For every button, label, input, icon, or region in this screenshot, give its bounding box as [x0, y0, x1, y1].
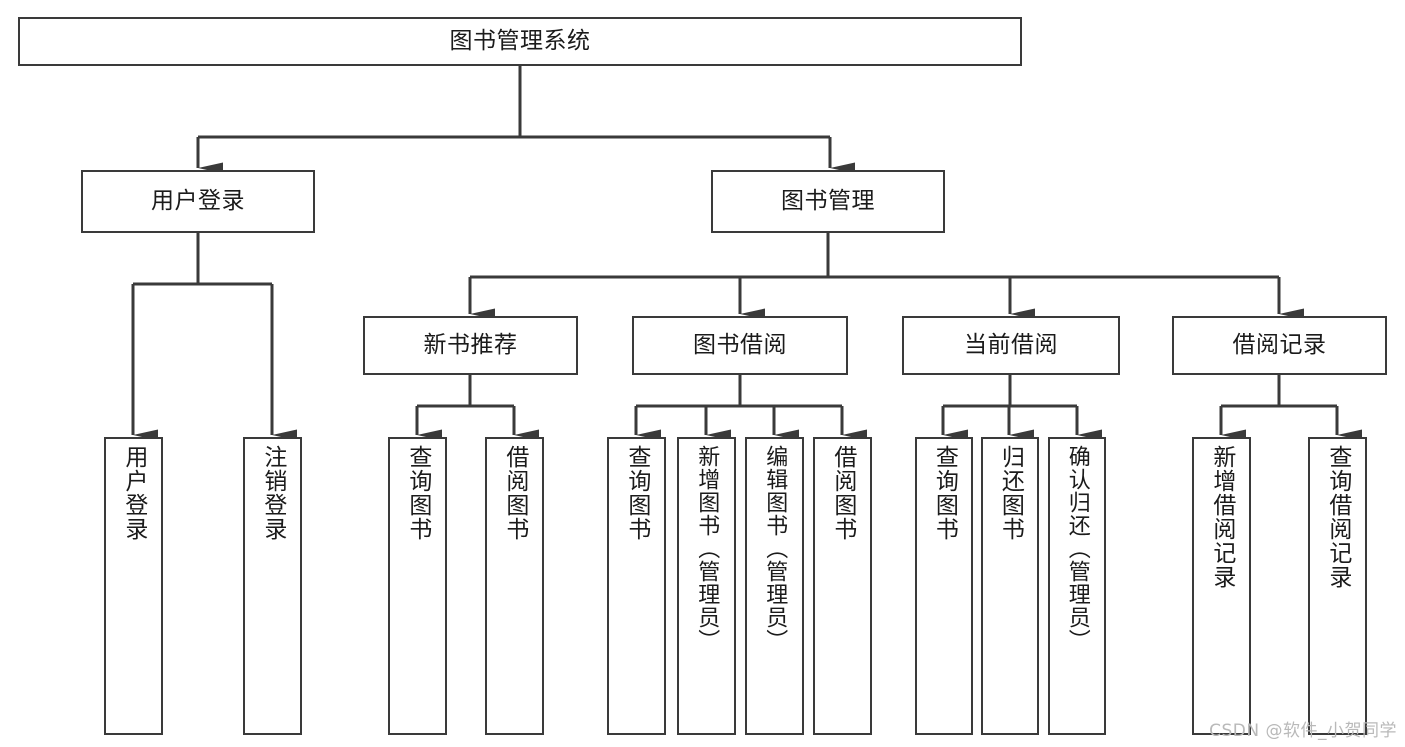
leaf-node-borrow-book-recommend[interactable]: 借阅图书 [485, 437, 544, 735]
node-label: 用户登录 [151, 187, 245, 214]
leaf-node-borrow-book[interactable]: 借阅图书 [813, 437, 872, 735]
leaf-node-query-book-recommend[interactable]: 查询图书 [388, 437, 447, 735]
leaf-node-edit-book-admin[interactable]: 编辑图书（管理员） [745, 437, 804, 735]
node-borrow-record[interactable]: 借阅记录 [1172, 316, 1387, 375]
leaf-node-add-book-admin[interactable]: 新增图书（管理员） [677, 437, 736, 735]
node-label: 图书管理 [781, 187, 875, 214]
leaf-node-logout-login[interactable]: 注销登录 [243, 437, 302, 735]
node-user-login[interactable]: 用户登录 [81, 170, 315, 233]
leaf-node-confirm-return-admin[interactable]: 确认归还（管理员） [1048, 437, 1106, 735]
node-label: 查询图书 [931, 445, 958, 541]
node-label: 归还图书 [997, 445, 1024, 541]
node-label: 当前借阅 [964, 331, 1058, 358]
leaf-node-query-book-borrow[interactable]: 查询图书 [607, 437, 666, 735]
node-label: 确认归还（管理员） [1064, 445, 1090, 652]
node-label: 新书推荐 [423, 331, 518, 358]
leaf-node-return-book[interactable]: 归还图书 [981, 437, 1039, 735]
node-book-borrow[interactable]: 图书借阅 [632, 316, 848, 375]
node-label: 查询图书 [404, 445, 431, 541]
node-label: 借阅图书 [501, 445, 528, 541]
node-label: 新增图书（管理员） [694, 445, 720, 652]
node-label: 图书管理系统 [449, 27, 591, 54]
node-new-book-recommend[interactable]: 新书推荐 [363, 316, 578, 375]
node-root[interactable]: 图书管理系统 [18, 17, 1022, 66]
leaf-node-query-book-current[interactable]: 查询图书 [915, 437, 973, 735]
node-label: 借阅记录 [1232, 331, 1327, 358]
node-label: 查询借阅记录 [1324, 445, 1351, 589]
node-label: 查询图书 [623, 445, 650, 541]
leaf-node-user-login[interactable]: 用户登录 [104, 437, 163, 735]
node-label: 用户登录 [120, 445, 147, 541]
node-label: 借阅图书 [829, 445, 856, 541]
node-label: 编辑图书（管理员） [762, 445, 788, 652]
leaf-node-add-borrow-record[interactable]: 新增借阅记录 [1192, 437, 1251, 735]
node-book-manage[interactable]: 图书管理 [711, 170, 945, 233]
node-label: 新增借阅记录 [1208, 445, 1235, 589]
node-label: 图书借阅 [693, 331, 787, 358]
leaf-node-query-borrow-record[interactable]: 查询借阅记录 [1308, 437, 1367, 735]
node-current-borrow[interactable]: 当前借阅 [902, 316, 1120, 375]
node-label: 注销登录 [259, 445, 286, 541]
watermark-text: CSDN @软件_小贺同学 [1209, 721, 1397, 741]
